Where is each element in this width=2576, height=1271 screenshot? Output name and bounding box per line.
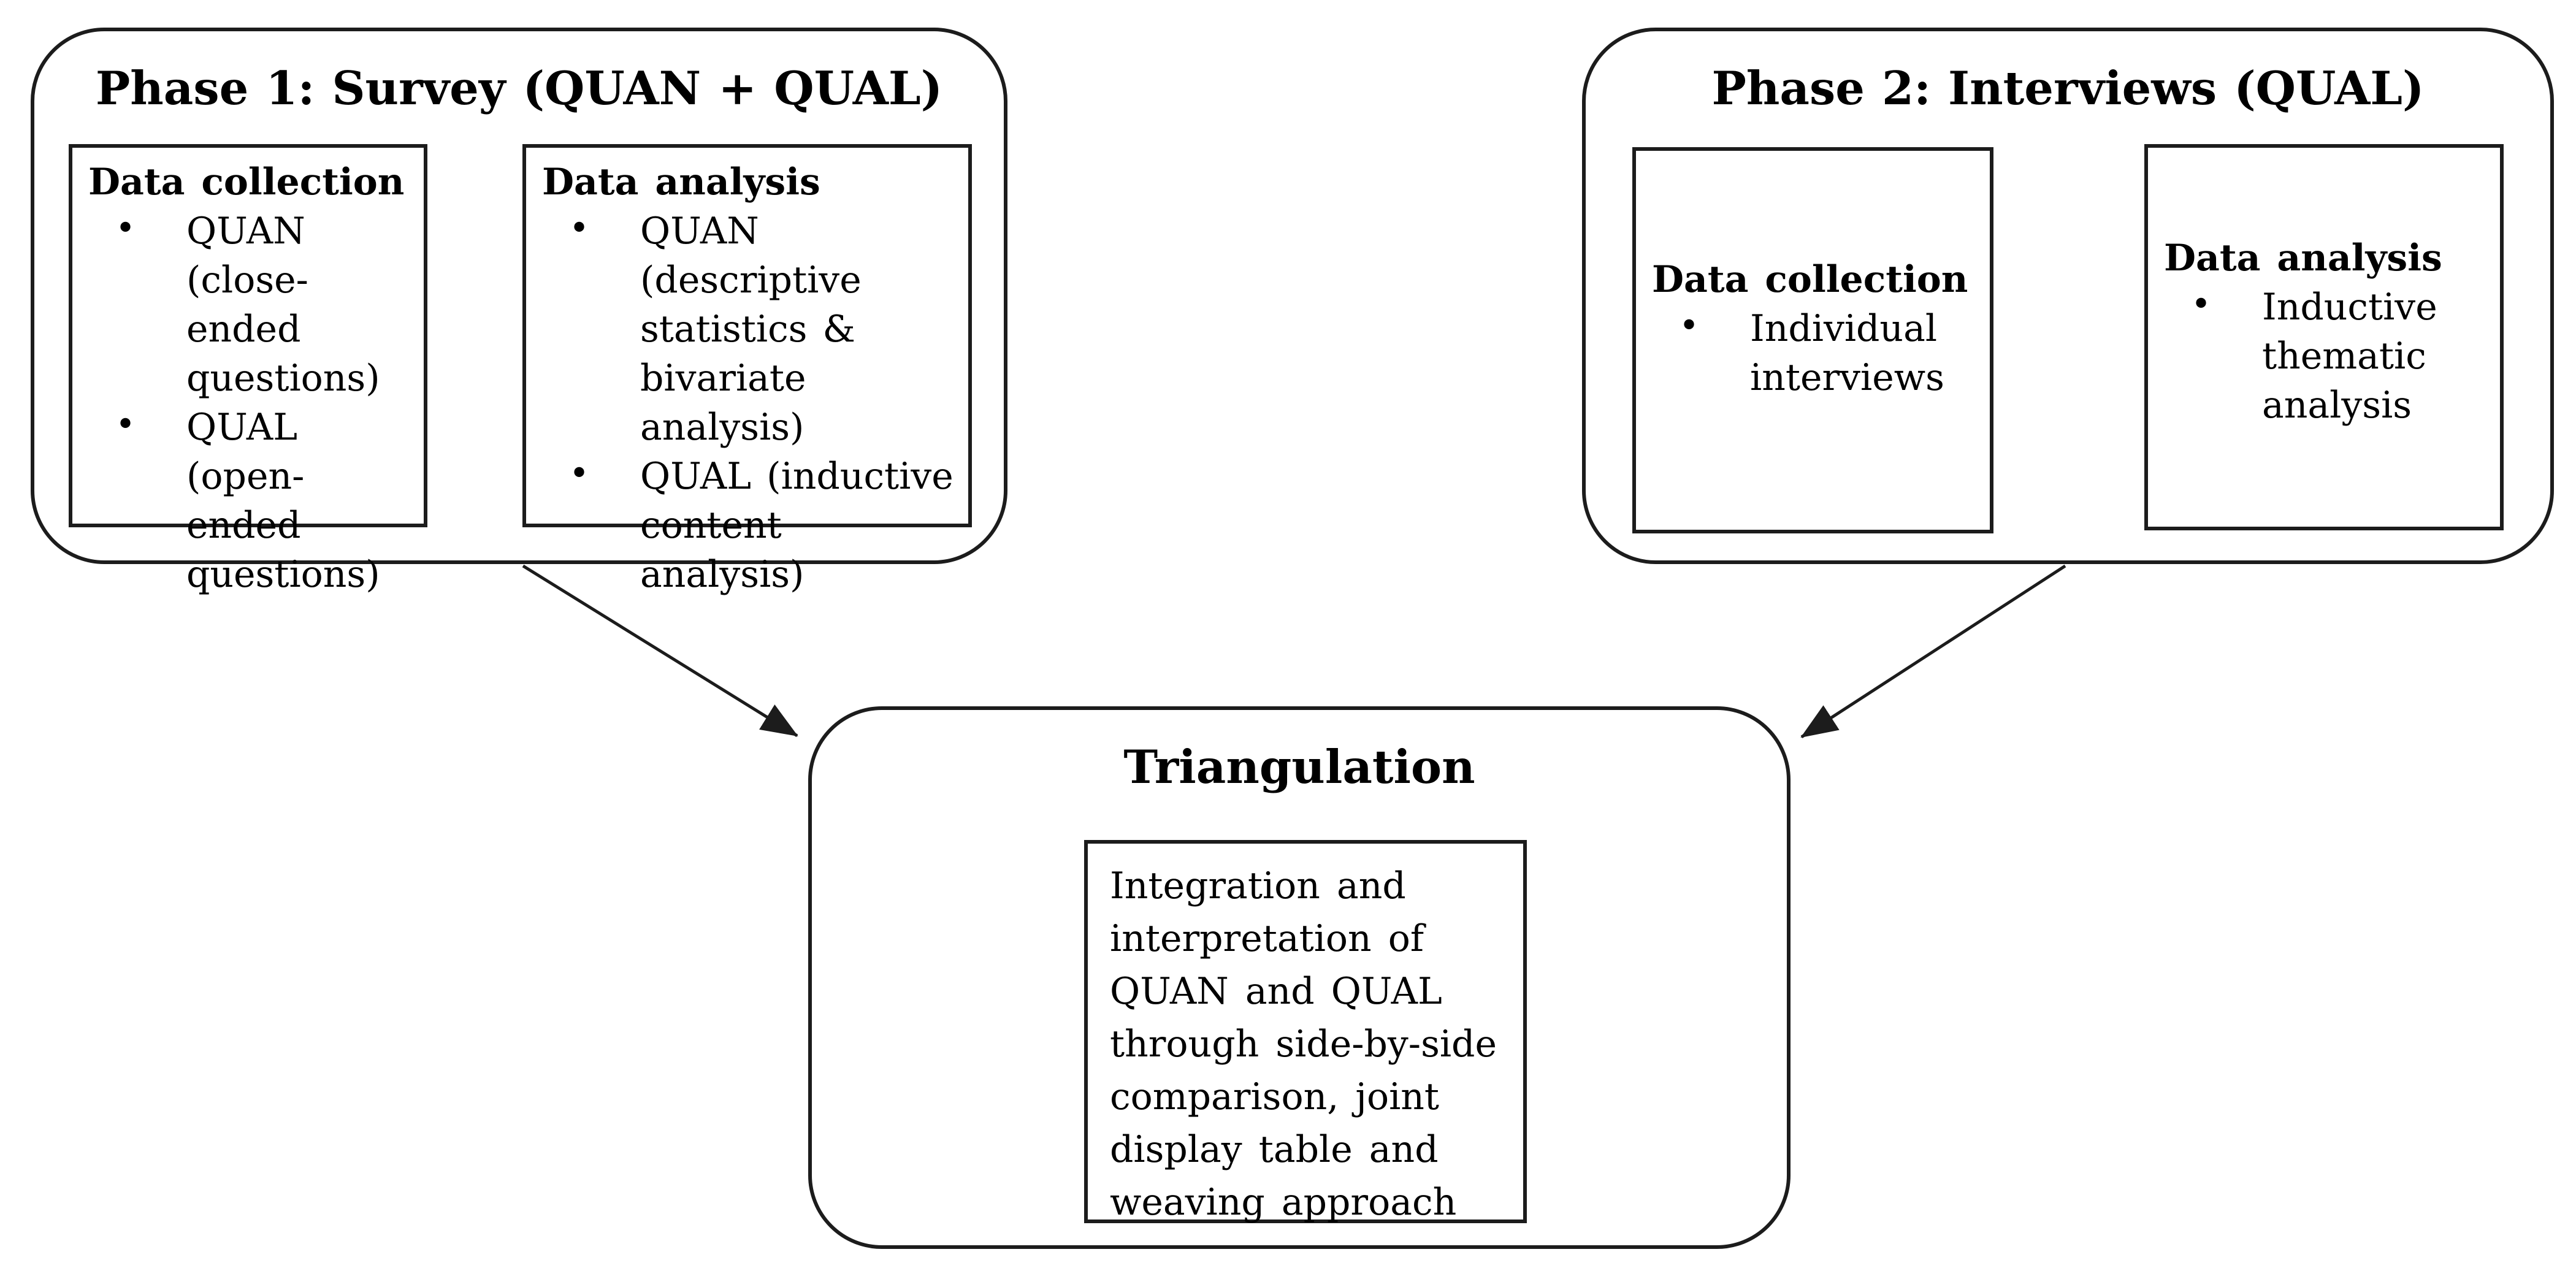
triangulation-title: Triangulation — [1123, 740, 1475, 794]
triangulation-description: Integration and interpretation of QUAN a… — [1110, 865, 1497, 1224]
phase1-data-analysis-heading: Data analysis — [542, 161, 820, 204]
triangulation-description-box: Integration and interpretation of QUAN a… — [1084, 840, 1527, 1224]
triangulation-box: Triangulation Integration and interpreta… — [808, 706, 1791, 1249]
phase2-data-collection-heading: Data collection — [1652, 258, 1968, 301]
phase1-box: Phase 1: Survey (QUAN + QUAL) Data colle… — [31, 28, 1007, 596]
list-item: Individual interviews — [1652, 302, 1978, 402]
phase2-title: Phase 2: Interviews (QUAL) — [1711, 61, 2425, 115]
list-item: Inductive thematic analysis — [2164, 280, 2488, 430]
phase2-data-analysis-list: Inductive thematic analysis — [2164, 280, 2488, 430]
phase1-data-collection-box: Data collection QUAN (close-ended questi… — [69, 144, 427, 596]
list-item: QUAN (close-ended questions) — [88, 204, 411, 403]
list-item: QUAL (inductive content analysis) — [542, 449, 956, 599]
list-item: QUAL (open-ended questions) — [88, 400, 411, 599]
phase1-title: Phase 1: Survey (QUAN + QUAL) — [95, 61, 943, 115]
phase2-box: Phase 2: Interviews (QUAL) Data collecti… — [1582, 28, 2554, 564]
phase2-data-analysis-box: Data analysis Inductive thematic analysi… — [2144, 144, 2504, 530]
phase2-data-collection-list: Individual interviews — [1652, 302, 1978, 402]
phase2-data-analysis-heading: Data analysis — [2164, 237, 2442, 280]
phase1-data-collection-list: QUAN (close-ended questions) QUAL (open-… — [88, 204, 411, 599]
phase2-to-triangulation-arrow — [1800, 564, 2066, 739]
phase1-data-collection-heading: Data collection — [88, 161, 405, 204]
list-item: QUAN (descriptive statistics & bivariate… — [542, 204, 956, 452]
phase1-data-analysis-box: Data analysis QUAN (descriptive statisti… — [522, 144, 972, 596]
phase1-data-analysis-list: QUAN (descriptive statistics & bivariate… — [542, 204, 956, 599]
phase2-data-collection-box: Data collection Individual interviews — [1632, 147, 1993, 533]
